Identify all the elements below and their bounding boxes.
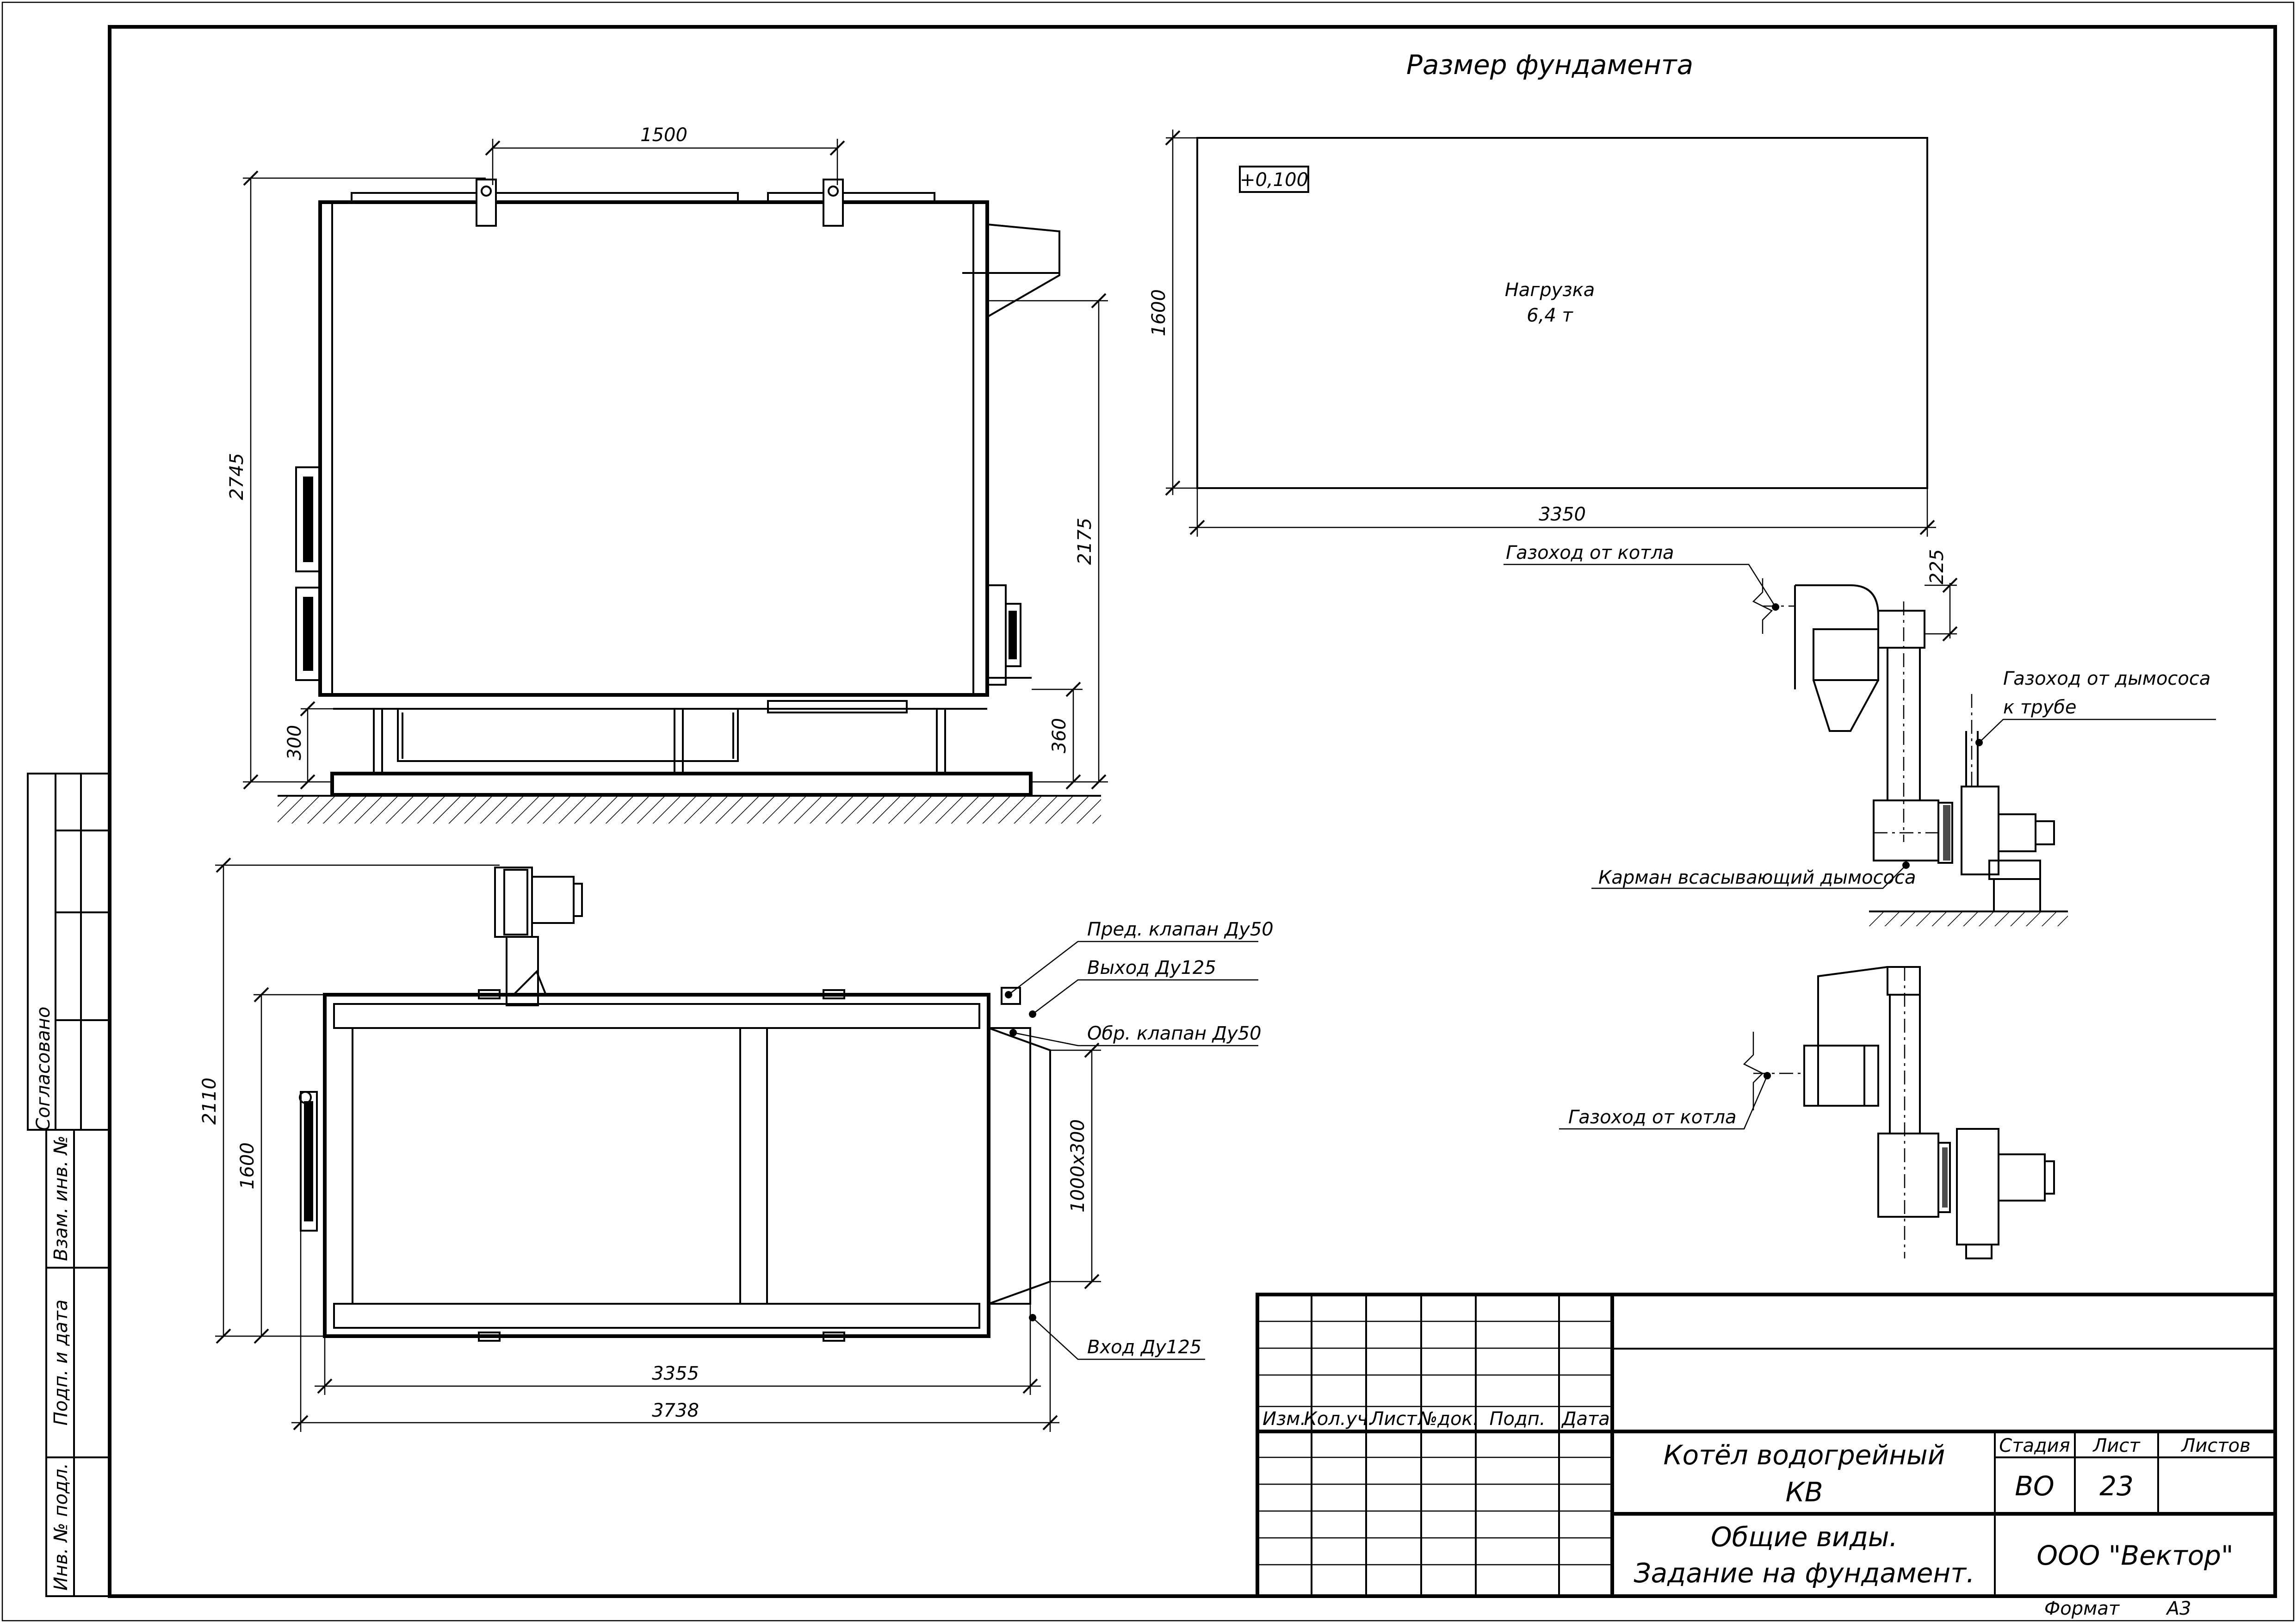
flue-outlet [986, 223, 1060, 319]
flue-callout-exhauster-l2: к трубе [2003, 697, 2077, 718]
flue-callout-boiler-duct: Газоход от котла [1506, 542, 1674, 564]
load-value: 6,4 т [1527, 305, 1573, 326]
dim-total-height: 2745 [226, 453, 248, 500]
tb-stage-label: Стадия [1999, 1435, 2070, 1456]
dim-outlet-height: 2175 [1074, 518, 1095, 565]
tb-col-koluch: Кол.уч. [1304, 1408, 1374, 1430]
front-view: 1500 2745 2175 300 360 [226, 124, 1108, 824]
tb-sheet-value: 23 [2099, 1470, 2134, 1502]
foundation-plan: Размер фундамента +0,100 Нагрузка 6,4 т … [1148, 49, 1936, 537]
plan-dim-length: 3355 [652, 1363, 699, 1384]
ground-hatch [278, 797, 1101, 824]
tb-format-label: Формат [2044, 1598, 2120, 1619]
boiler-body-plan [323, 993, 990, 1338]
plan-dim-outlet: 1000х300 [1067, 1119, 1089, 1213]
callout-check-valve: Обр. клапан Ду50 [1087, 1023, 1262, 1044]
tb-stage-value: ВО [2015, 1470, 2054, 1502]
tb-col-ndok: №док. [1417, 1408, 1479, 1430]
plan-view: 2110 1600 1000х300 3355 3738 Пред. клапа… [199, 857, 1274, 1432]
flue-side-view: 225 Газоход от котла Газоход от дымососа… [1504, 542, 2216, 926]
door-lower [295, 587, 321, 681]
callout-outlet: Выход Ду125 [1087, 957, 1216, 979]
title-block: Изм. Кол.уч. Лист №док. Подп. Дата Котёл… [1256, 1293, 2277, 1619]
tb-col-list: Лист [1369, 1408, 1417, 1430]
door-upper [295, 466, 321, 572]
stamp-sign-date: Подп. и дата [50, 1300, 72, 1425]
tb-col-izm: Изм. [1262, 1408, 1306, 1430]
flue-plan-view: Газоход от котла [1559, 966, 2055, 1259]
tb-col-data: Дата [1561, 1408, 1610, 1430]
boiler-body-front [318, 200, 989, 697]
tb-col-podp: Подп. [1489, 1408, 1545, 1430]
tb-format-value: А3 [2166, 1598, 2191, 1619]
plan-dim-total-width: 2110 [199, 1078, 220, 1125]
flue-callout-suction-pocket: Карман всасывающий дымососа [1598, 867, 1916, 888]
tb-doc-line2: Задание на фундамент. [1634, 1557, 1974, 1589]
level-mark: +0,100 [1240, 169, 1308, 191]
foundation-outline [1196, 137, 1928, 489]
flue-outlet-plan [988, 1027, 1051, 1305]
callout-safety-valve: Пред. клапан Ду50 [1087, 919, 1274, 940]
tb-sheets-label: Листов [2180, 1435, 2250, 1456]
foundation-dim-width: 3350 [1539, 504, 1586, 525]
foundation-dim-height: 1600 [1148, 289, 1170, 336]
stamp-inv-original: Инв. № подл. [50, 1463, 72, 1591]
stamp-replaces-inv: Взам. инв. № [50, 1135, 72, 1261]
side-stamp: Согласовано Взам. инв. № Подп. и дата Ин… [27, 773, 111, 1597]
stamp-agreed: Согласовано [33, 1007, 54, 1131]
dim-lugs: 1500 [640, 124, 687, 146]
plan-dim-total-length: 3738 [652, 1400, 699, 1421]
flue-callout-exhauster-l1: Газоход от дымососа [2003, 668, 2210, 689]
dim-base-left: 300 [284, 725, 305, 760]
level-mark-box [1239, 166, 1309, 193]
callout-inlet: Вход Ду125 [1087, 1337, 1201, 1358]
lifting-lug-right [823, 179, 844, 227]
tb-name-line1: Котёл водогрейный [1664, 1439, 1945, 1471]
flue-plan-callout: Газоход от котла [1568, 1107, 1737, 1128]
base-frame [330, 772, 1033, 797]
flue-dim-225: 225 [1926, 549, 1948, 584]
tb-organization: ООО "Вектор" [2036, 1540, 2233, 1571]
tb-doc-line1: Общие виды. [1711, 1521, 1898, 1553]
tb-sheet-label: Лист [2092, 1435, 2141, 1456]
tb-name-line2: КВ [1786, 1476, 1823, 1508]
dim-base-right: 360 [1049, 718, 1070, 753]
plan-dim-width: 1600 [237, 1142, 258, 1189]
foundation-title: Размер фундамента [1406, 49, 1693, 81]
load-label: Нагрузка [1505, 279, 1595, 301]
